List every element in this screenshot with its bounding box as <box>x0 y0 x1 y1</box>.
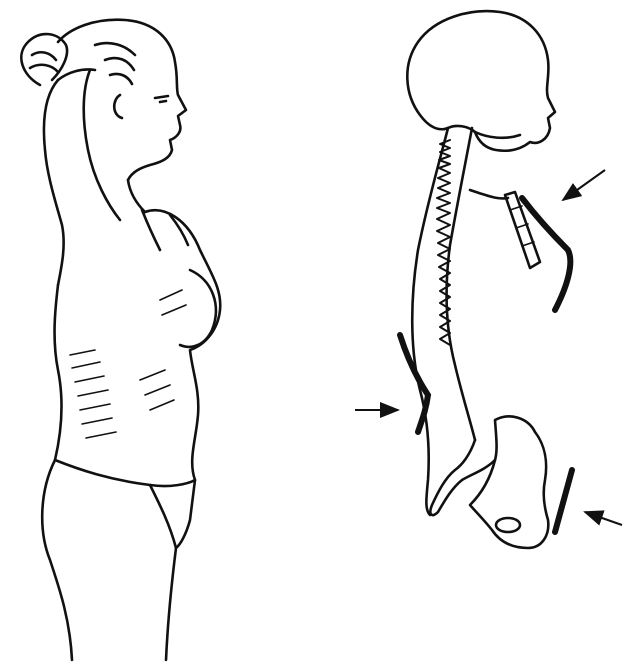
leotard-strap <box>142 210 188 250</box>
pelvis <box>470 416 548 548</box>
skeleton-figure <box>407 11 555 548</box>
hair-lines <box>95 43 135 84</box>
raised-arm-inner <box>84 70 120 220</box>
hair-strand <box>30 52 58 72</box>
raised-arm-outer <box>44 80 64 285</box>
neck-back <box>128 180 145 212</box>
head-outline <box>58 20 186 180</box>
front-leg <box>166 548 176 660</box>
sacrum <box>430 440 495 515</box>
jaw-line <box>475 132 520 138</box>
torso-back <box>55 285 62 460</box>
chest-arrow <box>563 170 605 200</box>
spine-anterior-edge <box>447 128 475 440</box>
buttock <box>42 460 72 660</box>
pelvis-arrow <box>585 512 622 525</box>
woman-figure <box>21 20 220 660</box>
chest-contour <box>180 270 216 347</box>
skull <box>407 11 555 151</box>
leotard-leg-line <box>55 460 195 548</box>
pelvis-pressure-bar <box>555 470 572 532</box>
chest-pressure-bar <box>522 198 570 310</box>
ear <box>114 95 122 118</box>
leotard-crotch <box>150 485 176 548</box>
pelvic-foramen <box>496 518 520 532</box>
shading-hatch <box>70 290 186 438</box>
eye <box>155 96 168 102</box>
clavicle <box>470 190 508 198</box>
